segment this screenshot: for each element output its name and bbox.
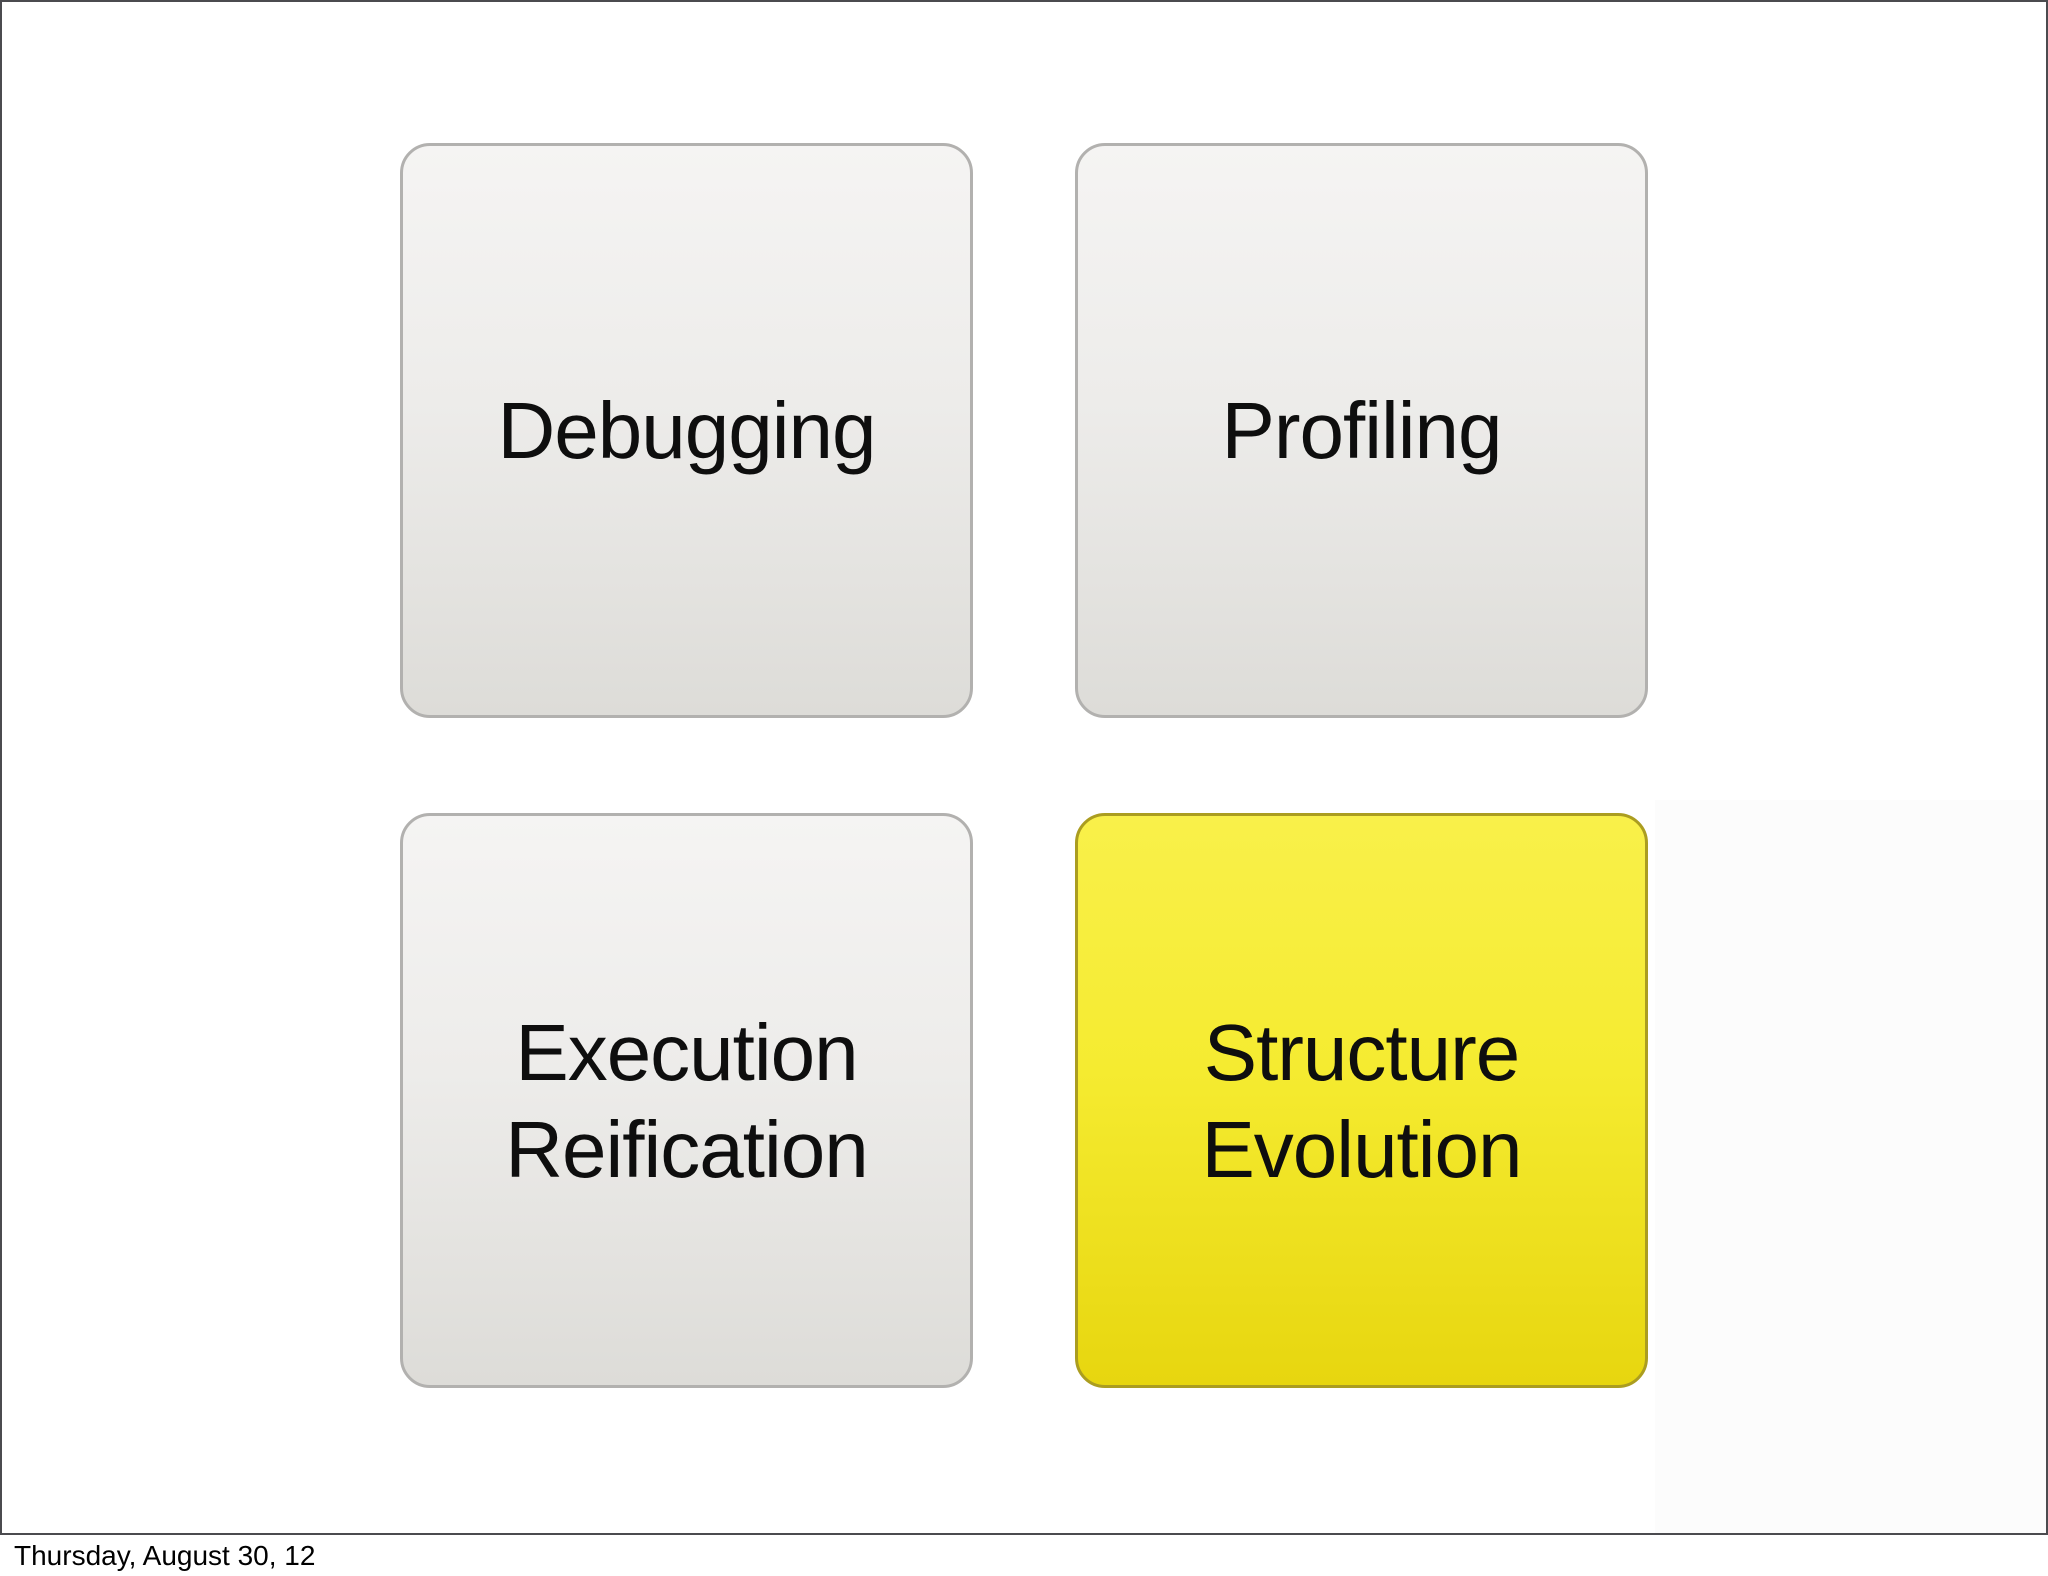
- box-execution-reification-label: Execution Reification: [505, 1007, 869, 1194]
- box-profiling: Profiling: [1075, 143, 1648, 718]
- box-structure-evolution: Structure Evolution: [1075, 813, 1648, 1388]
- background-tint: [1655, 800, 2046, 1533]
- box-debugging: Debugging: [400, 143, 973, 718]
- date-stamp: Thursday, August 30, 12: [14, 1539, 316, 1571]
- box-debugging-label: Debugging: [497, 386, 877, 475]
- footer: Thursday, August 30, 12: [0, 1535, 2048, 1576]
- box-structure-evolution-label: Structure Evolution: [1201, 1007, 1522, 1194]
- slide-canvas: Debugging Profiling Execution Reificatio…: [0, 0, 2048, 1535]
- box-profiling-label: Profiling: [1221, 386, 1502, 475]
- box-execution-reification: Execution Reification: [400, 813, 973, 1388]
